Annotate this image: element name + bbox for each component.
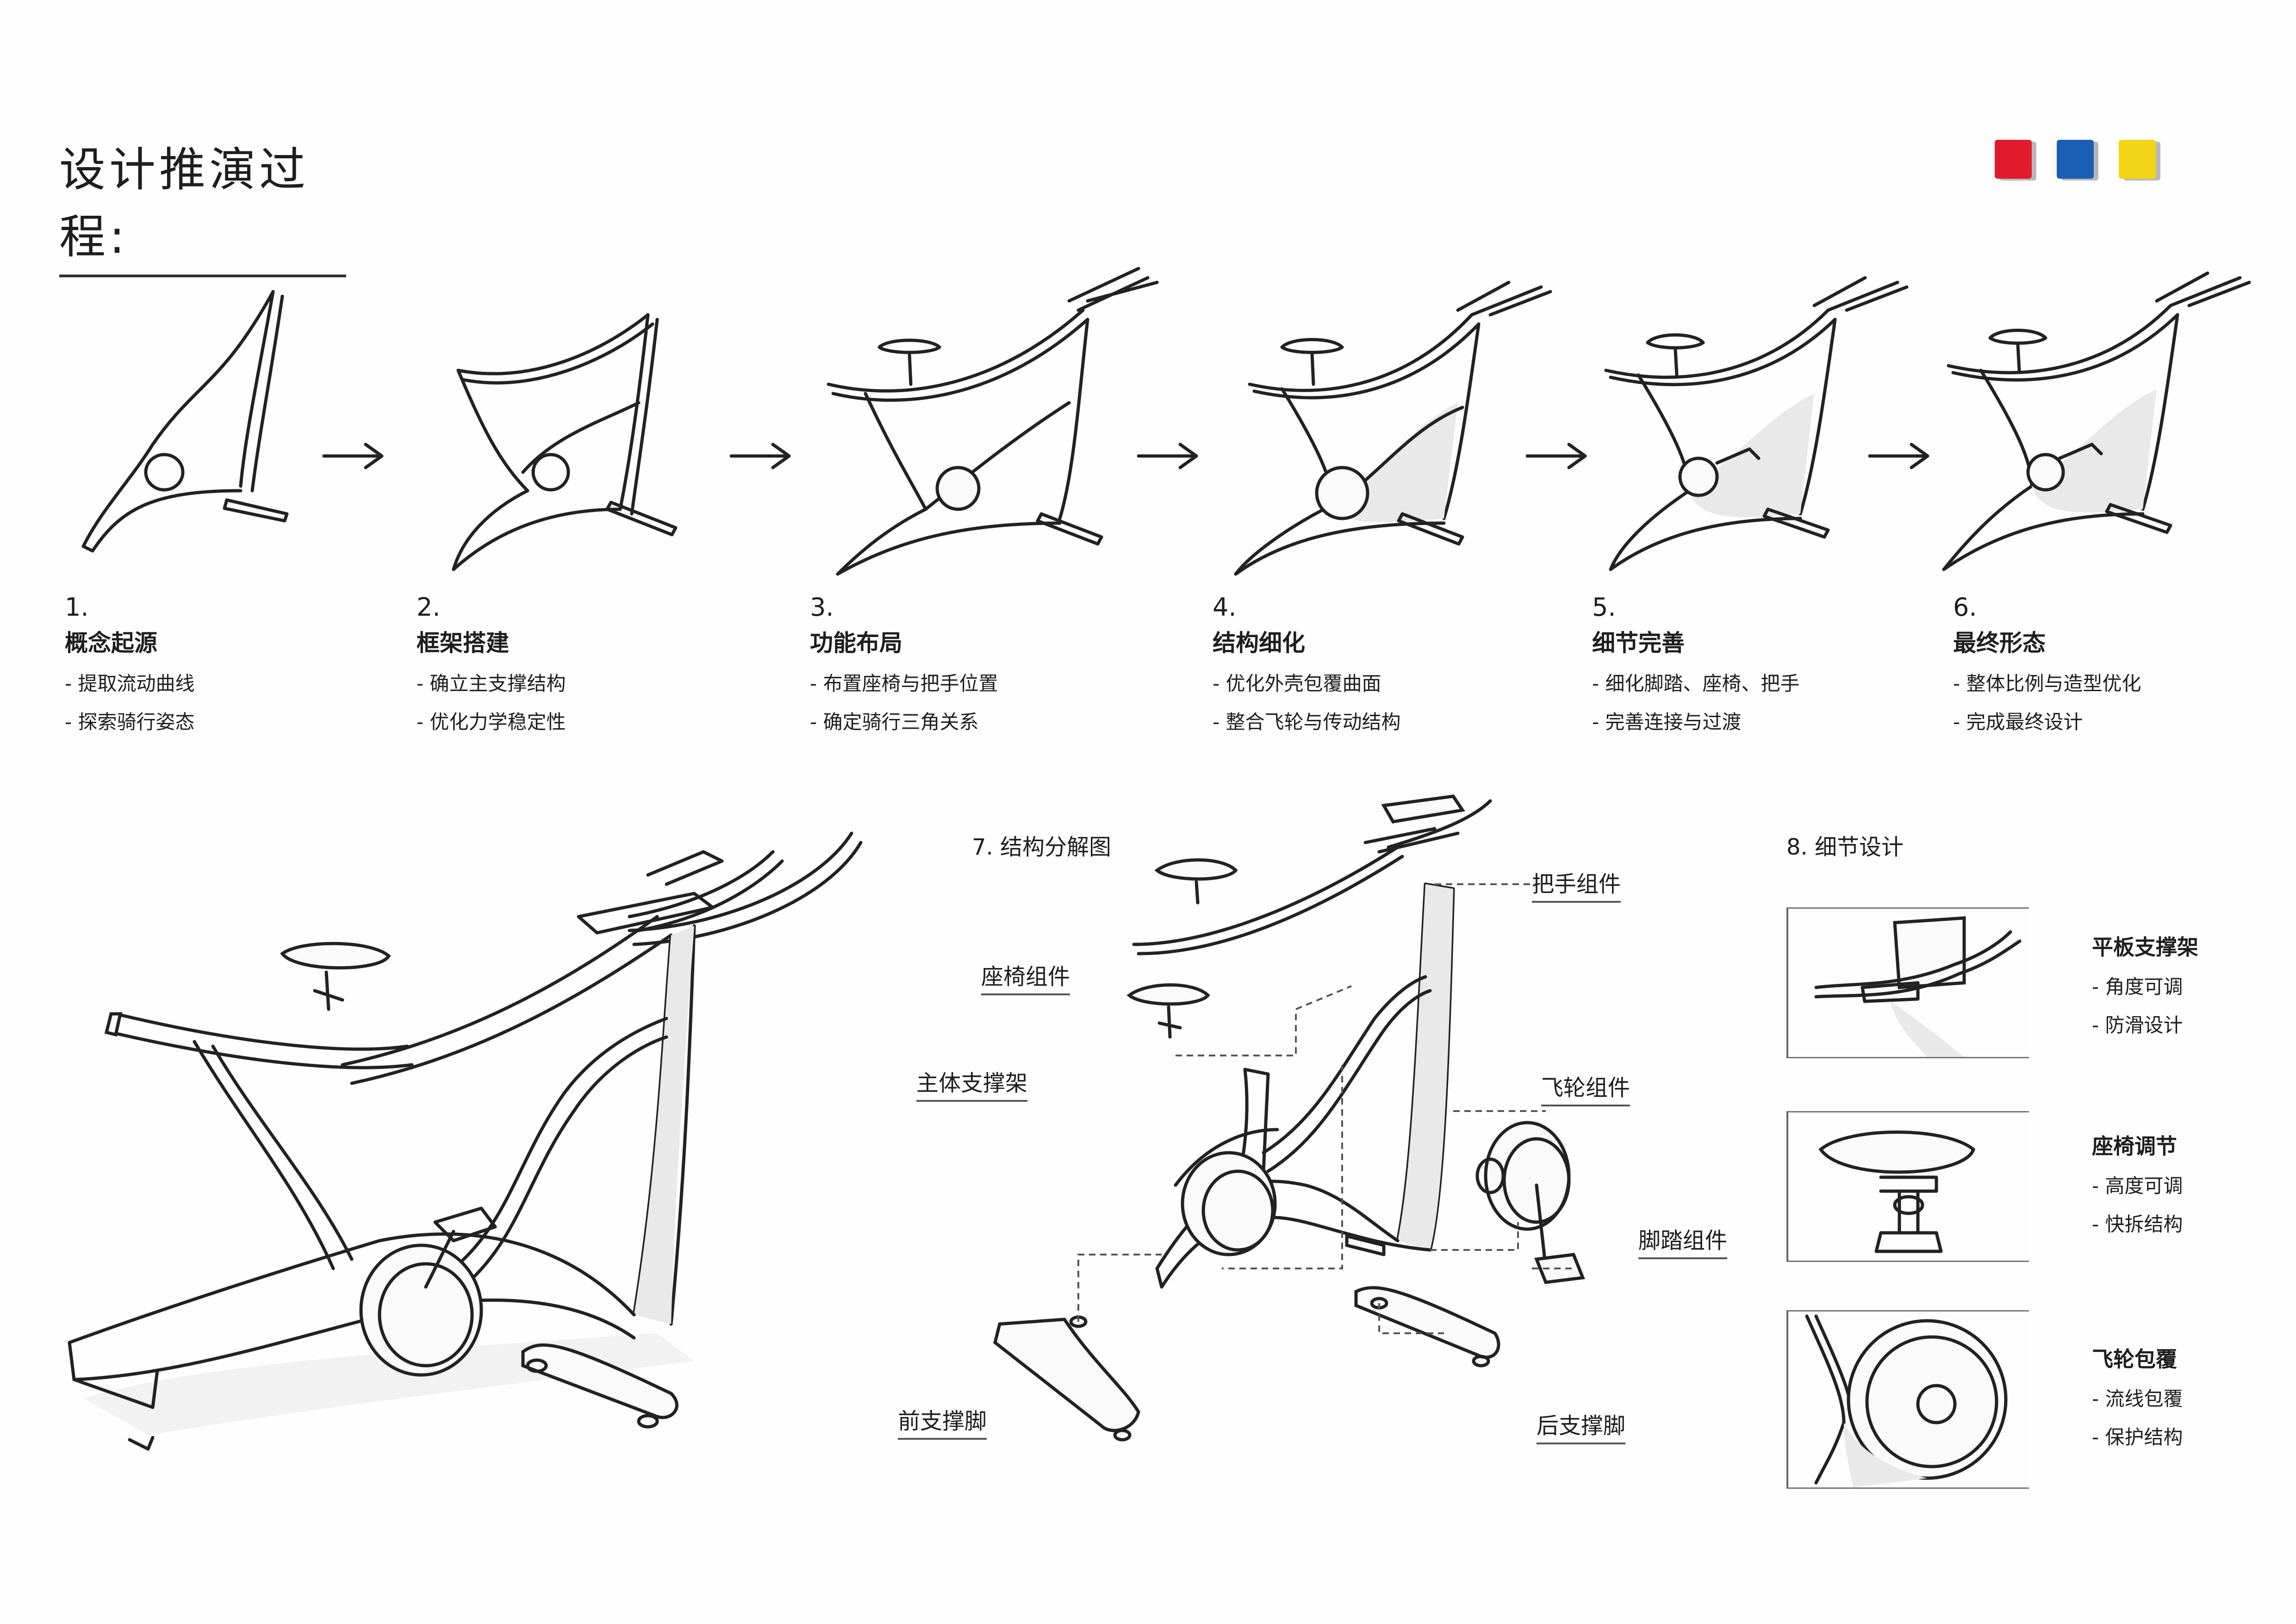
stage-line: 整体比例与造型优化 [1953, 668, 2141, 696]
sketch-stage-5 [1604, 276, 1909, 571]
stage-line: 探索骑行姿态 [65, 706, 195, 735]
detail-sketch-seat [1818, 1131, 1976, 1253]
detail-caption-flywheel: 飞轮包覆 流线包覆 保护结构 [2092, 1343, 2183, 1450]
detail-line: 流线包覆 [2092, 1383, 2183, 1412]
stage-title: 细节完善 [1592, 630, 1685, 656]
label-front-foot: 前支撑脚 [898, 1403, 987, 1440]
detail-title: 座椅调节 [2092, 1134, 2177, 1159]
label-seat: 座椅组件 [981, 958, 1070, 995]
detail-sketch-flywheel [1805, 1314, 2008, 1487]
stage-line: 细化脚踏、座椅、把手 [1592, 668, 1800, 696]
exploded-view-title: 7. 结构分解图 [972, 834, 1112, 860]
stage-number: 1. [65, 593, 89, 622]
color-swatch-red [1995, 140, 2032, 179]
sketch-stage-6 [1942, 271, 2251, 571]
stage-line: 布置座椅与把手位置 [810, 668, 998, 696]
stage-number: 5. [1592, 593, 1616, 622]
color-swatch-blue [2057, 140, 2094, 179]
color-swatch-yellow [2119, 140, 2156, 179]
detail-line: 高度可调 [2092, 1170, 2183, 1199]
detail-line: 角度可调 [2092, 971, 2198, 999]
stage-line: 整合飞轮与传动结构 [1213, 706, 1401, 735]
sketch-stage-2 [452, 313, 678, 571]
label-rear-foot: 后支撑脚 [1537, 1407, 1626, 1444]
stage-line: 确定骑行三角关系 [810, 706, 998, 735]
detail-title: 平板支撑架 [2092, 935, 2198, 960]
stage-caption-4: 4. 结构细化 优化外壳包覆曲面 整合飞轮与传动结构 [1213, 593, 1401, 735]
stage-number: 3. [810, 593, 834, 622]
detail-design-title: 8. 细节设计 [1786, 834, 1904, 860]
sketch-stage-4 [1234, 281, 1552, 576]
stage-caption-3: 3. 功能布局 布置座椅与把手位置 确定骑行三角关系 [810, 593, 998, 735]
label-handlebar: 把手组件 [1532, 866, 1621, 903]
detail-line: 保护结构 [2092, 1422, 2183, 1450]
stage-caption-6: 6. 最终形态 整体比例与造型优化 完成最终设计 [1953, 593, 2141, 735]
detail-sketch-tablet [1814, 916, 2022, 1057]
stage-number: 2. [417, 593, 441, 622]
stage-sketches [81, 267, 2251, 576]
stage-caption-2: 2. 框架搭建 确立主支撑结构 优化力学稳定性 [417, 593, 566, 735]
stage-line: 完善连接与过渡 [1592, 706, 1800, 735]
stage-number: 4. [1213, 593, 1237, 622]
stage-caption-1: 1. 概念起源 提取流动曲线 探索骑行姿态 [65, 593, 195, 735]
progress-arrows [322, 443, 1929, 469]
label-frame: 主体支撑架 [916, 1065, 1028, 1102]
page-title: 设计推演过程: [59, 132, 346, 277]
detail-line: 快拆结构 [2092, 1209, 2183, 1237]
detail-line: 防滑设计 [2092, 1010, 2198, 1038]
stage-line: 优化外壳包覆曲面 [1213, 668, 1401, 696]
label-pedal: 脚踏组件 [1638, 1222, 1728, 1259]
detail-panel-seat [1786, 1111, 2029, 1262]
stage-title: 功能布局 [810, 630, 902, 656]
stage-title: 概念起源 [65, 630, 157, 656]
sketch-stage-1 [81, 290, 289, 553]
stage-number: 6. [1953, 593, 1977, 622]
detail-caption-tablet: 平板支撑架 角度可调 防滑设计 [2092, 931, 2198, 1038]
detail-panel-flywheel [1786, 1310, 2029, 1489]
stage-caption-5: 5. 细节完善 细化脚踏、座椅、把手 完善连接与过渡 [1592, 593, 1800, 735]
stage-line: 提取流动曲线 [65, 668, 195, 696]
detail-title: 飞轮包覆 [2092, 1347, 2177, 1372]
final-design-sketch [68, 831, 863, 1451]
detail-panel-tablet [1786, 907, 2029, 1058]
exploded-view-sketch [993, 794, 1585, 1442]
stage-title: 最终形态 [1953, 630, 2046, 656]
stage-title: 框架搭建 [417, 630, 509, 656]
label-flywheel: 飞轮组件 [1541, 1069, 1630, 1106]
stage-line: 确立主支撑结构 [417, 668, 566, 696]
stage-line: 优化力学稳定性 [417, 706, 566, 735]
detail-caption-seat: 座椅调节 高度可调 快拆结构 [2092, 1130, 2183, 1237]
stage-title: 结构细化 [1213, 630, 1305, 656]
stage-line: 完成最终设计 [1953, 706, 2141, 735]
sketch-stage-3 [827, 267, 1159, 576]
